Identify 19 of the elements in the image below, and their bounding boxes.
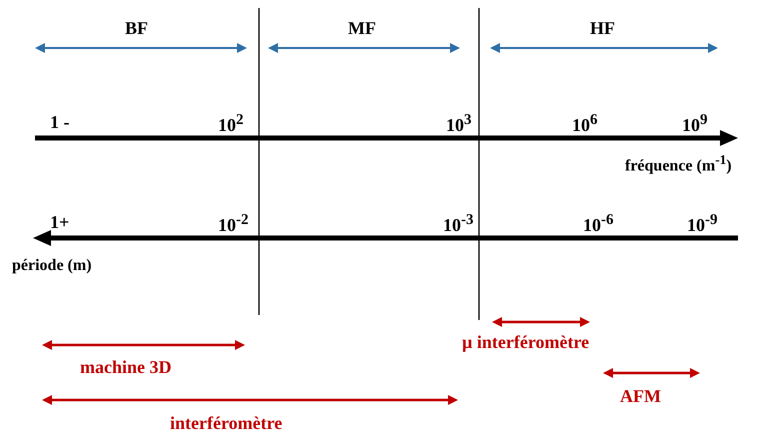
axis-label: période (m) [12,256,92,276]
tick-label: 10$^{-6}$ [583,211,614,235]
tick-label: 1+ [50,212,70,232]
tick-label: 10$^{2}$ [218,111,244,135]
band-label: MF [348,18,376,38]
band-label: BF [125,18,148,38]
range-label: machine 3D [80,357,172,377]
tick-label: 10$^{9}$ [682,111,708,135]
range-label: AFM [620,386,661,406]
tick-label: 10$^{-3}$ [443,211,474,235]
tick-label: 10$^{-9}$ [687,211,718,235]
tick-label: 1 - [50,112,70,132]
tick-label: 10$^{-2}$ [218,211,248,235]
axis-label: fréquence (m$^{-1}$) [625,151,732,176]
range-label: interféromètre [170,413,282,433]
band-label: HF [590,18,615,38]
range-label: µ interféromètre [462,332,590,352]
tick-label: 10$^{3}$ [446,111,472,135]
tick-label: 10$^{6}$ [572,111,598,135]
